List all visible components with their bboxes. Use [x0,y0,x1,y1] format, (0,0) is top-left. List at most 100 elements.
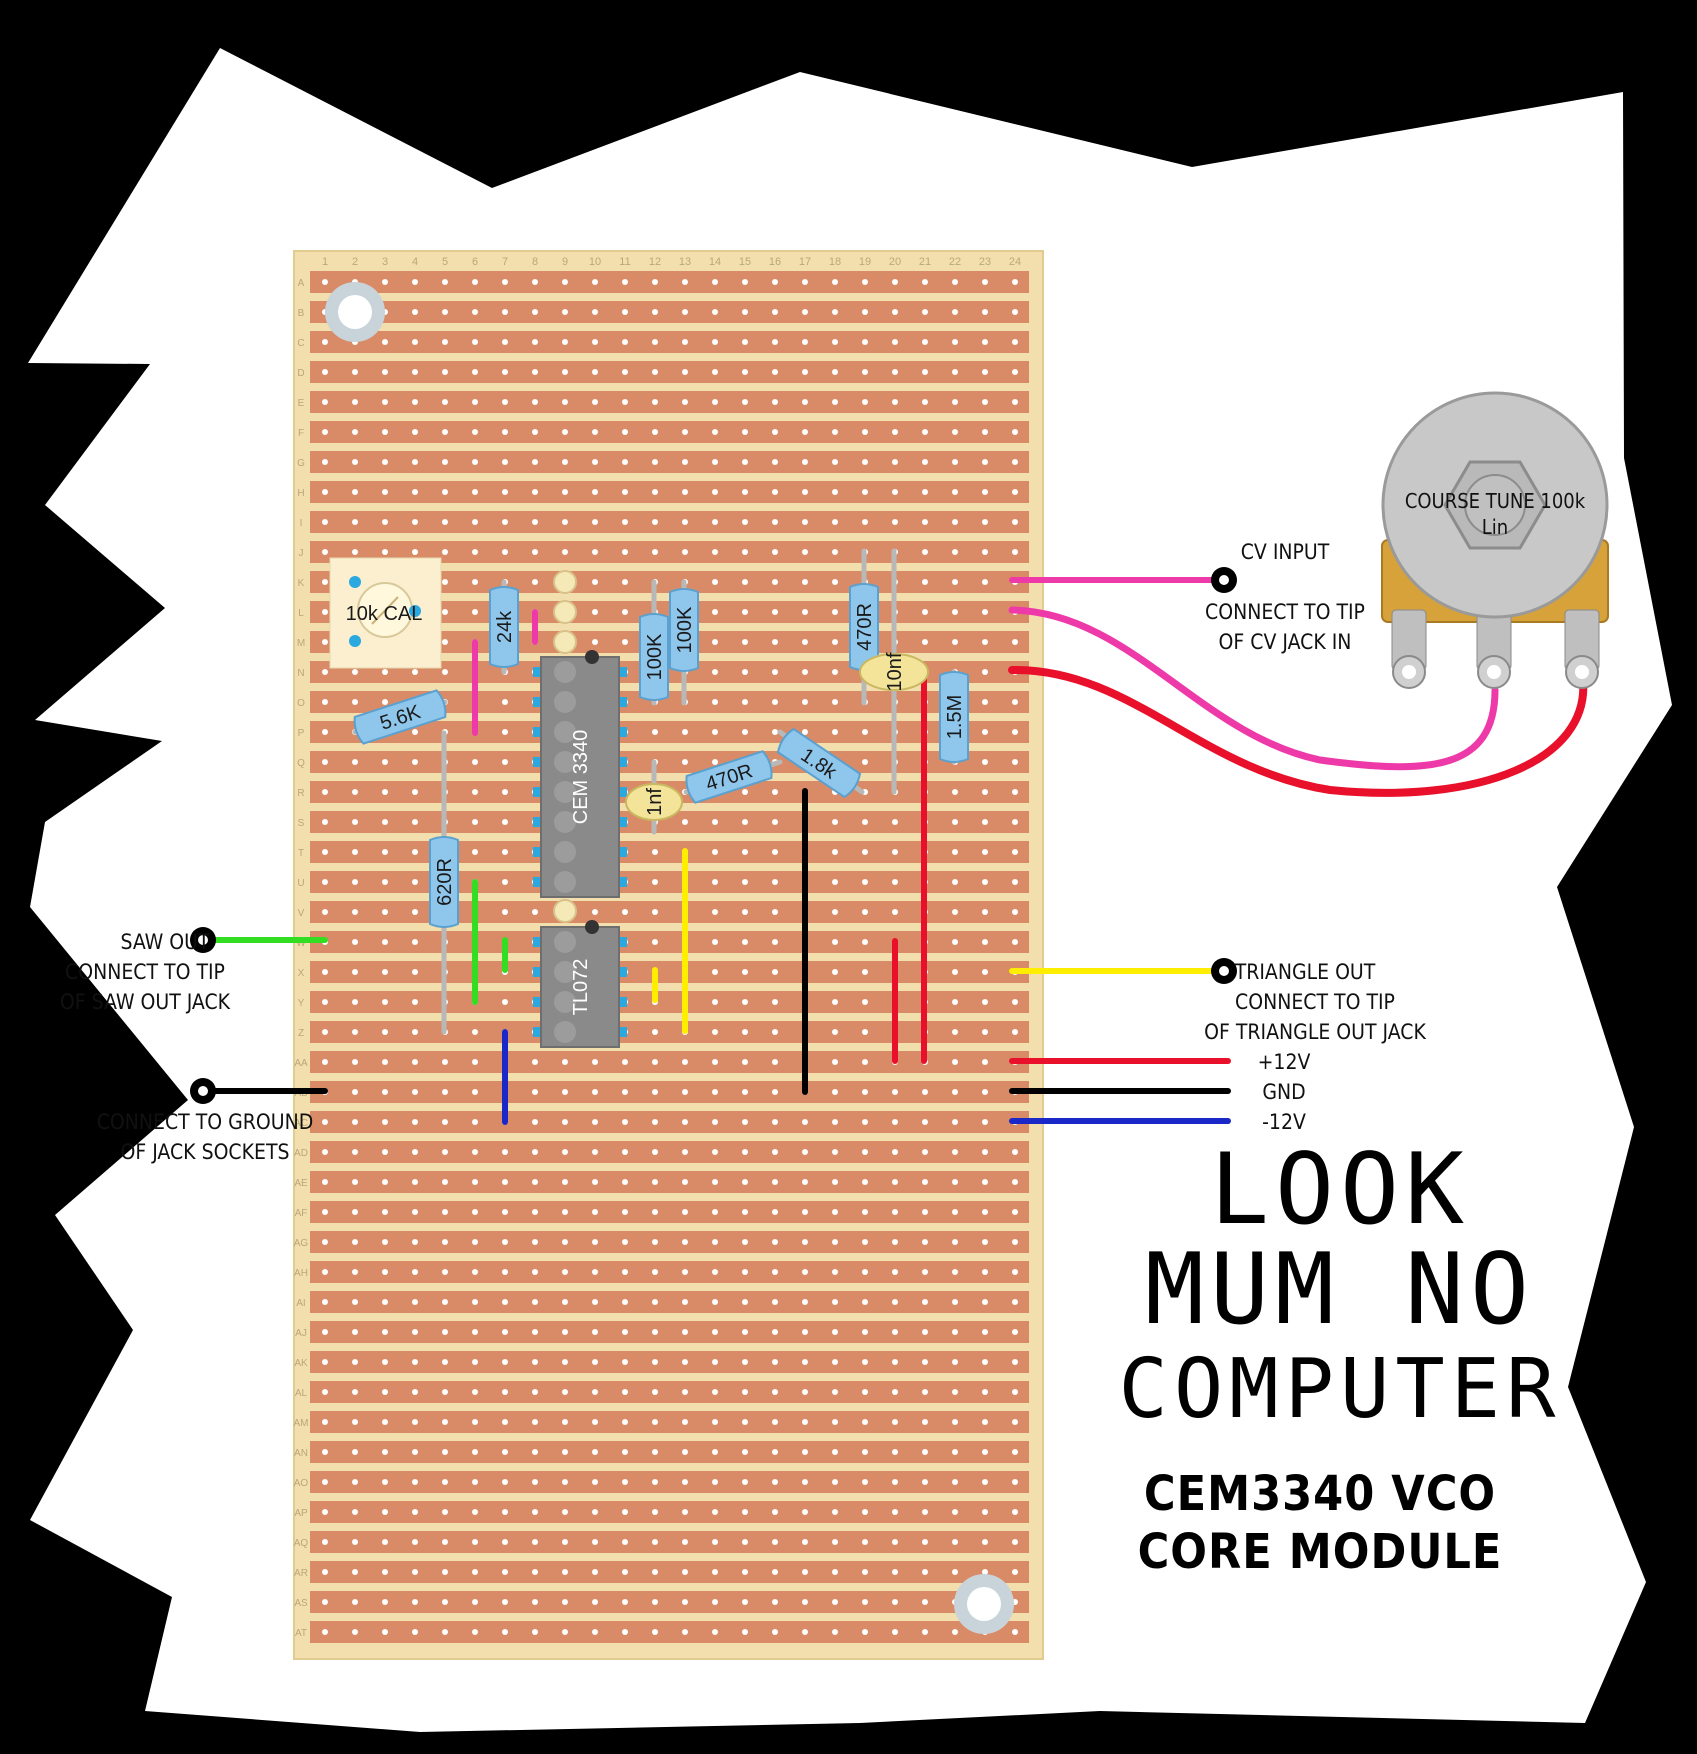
board-hole [892,1149,898,1155]
copper-strip [310,1111,1029,1133]
board-hole [622,1119,628,1125]
board-hole [712,909,718,915]
board-hole [622,1089,628,1095]
board-hole [502,489,508,495]
board-hole [982,429,988,435]
column-label: 13 [679,256,691,268]
board-hole [742,849,748,855]
row-label: AL [295,1388,308,1399]
board-hole [952,909,958,915]
column-label: 17 [799,256,811,268]
row-label: N [297,668,304,679]
board-hole [1012,1149,1018,1155]
copper-strip [310,1591,1029,1613]
board-hole [742,729,748,735]
board-hole [1012,789,1018,795]
board-hole [802,489,808,495]
board-hole [682,819,688,825]
board-hole [322,849,328,855]
board-hole [712,1209,718,1215]
board-hole [352,1449,358,1455]
board-hole [442,399,448,405]
board-hole [442,1449,448,1455]
board-hole [562,1179,568,1185]
copper-strip [310,1381,1029,1403]
board-hole [382,1359,388,1365]
wire-pot-end [1008,665,1588,797]
board-hole [322,1299,328,1305]
copper-strip [310,1021,1029,1043]
board-hole [352,1089,358,1095]
column-label: 20 [889,256,901,268]
board-hole [652,1089,658,1095]
board-hole [412,1179,418,1185]
row-label: AK [294,1358,308,1369]
board-hole [562,1479,568,1485]
board-hole [802,1449,808,1455]
board-hole [712,969,718,975]
board-hole [892,1209,898,1215]
board-hole [712,429,718,435]
resistor-100k-b: 100K [669,588,699,672]
board-hole [1012,939,1018,945]
board-hole [772,489,778,495]
board-hole [592,1209,598,1215]
board-hole [472,1149,478,1155]
board-hole [592,309,598,315]
board-hole [952,1299,958,1305]
board-hole [712,279,718,285]
ic-pad [554,781,576,803]
board-hole [622,1569,628,1575]
board-hole [772,1539,778,1545]
board-hole [532,309,538,315]
ic-pin [533,667,545,677]
board-hole [382,909,388,915]
board-hole [472,1179,478,1185]
board-hole [982,909,988,915]
board-hole [382,1479,388,1485]
board-hole [832,699,838,705]
board-hole [502,1419,508,1425]
board-hole [352,1179,358,1185]
board-hole [322,1419,328,1425]
board-hole [712,999,718,1005]
board-hole [832,309,838,315]
board-hole [742,1089,748,1095]
board-hole [562,459,568,465]
board-hole [382,1299,388,1305]
board-hole [862,1539,868,1545]
board-hole [712,1059,718,1065]
board-hole [952,399,958,405]
board-hole [592,1149,598,1155]
board-hole [982,309,988,315]
board-hole [472,1389,478,1395]
board-hole [802,1269,808,1275]
column-label: 3 [382,256,388,268]
board-hole [622,549,628,555]
board-hole [952,309,958,315]
board-hole [892,459,898,465]
board-hole [862,1119,868,1125]
copper-strip [310,1621,1029,1643]
board-hole [712,1089,718,1095]
board-hole [412,1569,418,1575]
board-hole [772,1329,778,1335]
board-hole [922,1629,928,1635]
board-hole [1012,519,1018,525]
board-hole [442,309,448,315]
board-hole [862,1329,868,1335]
board-hole [772,1029,778,1035]
board-hole [982,1239,988,1245]
board-hole [832,1029,838,1035]
board-hole [712,1539,718,1545]
board-hole [652,1029,658,1035]
row-label: AN [294,1448,308,1459]
board-hole [322,639,328,645]
board-hole [592,1059,598,1065]
board-hole [322,729,328,735]
board-hole [742,1599,748,1605]
board-hole [382,1029,388,1035]
board-hole [442,1539,448,1545]
board-hole [352,1299,358,1305]
